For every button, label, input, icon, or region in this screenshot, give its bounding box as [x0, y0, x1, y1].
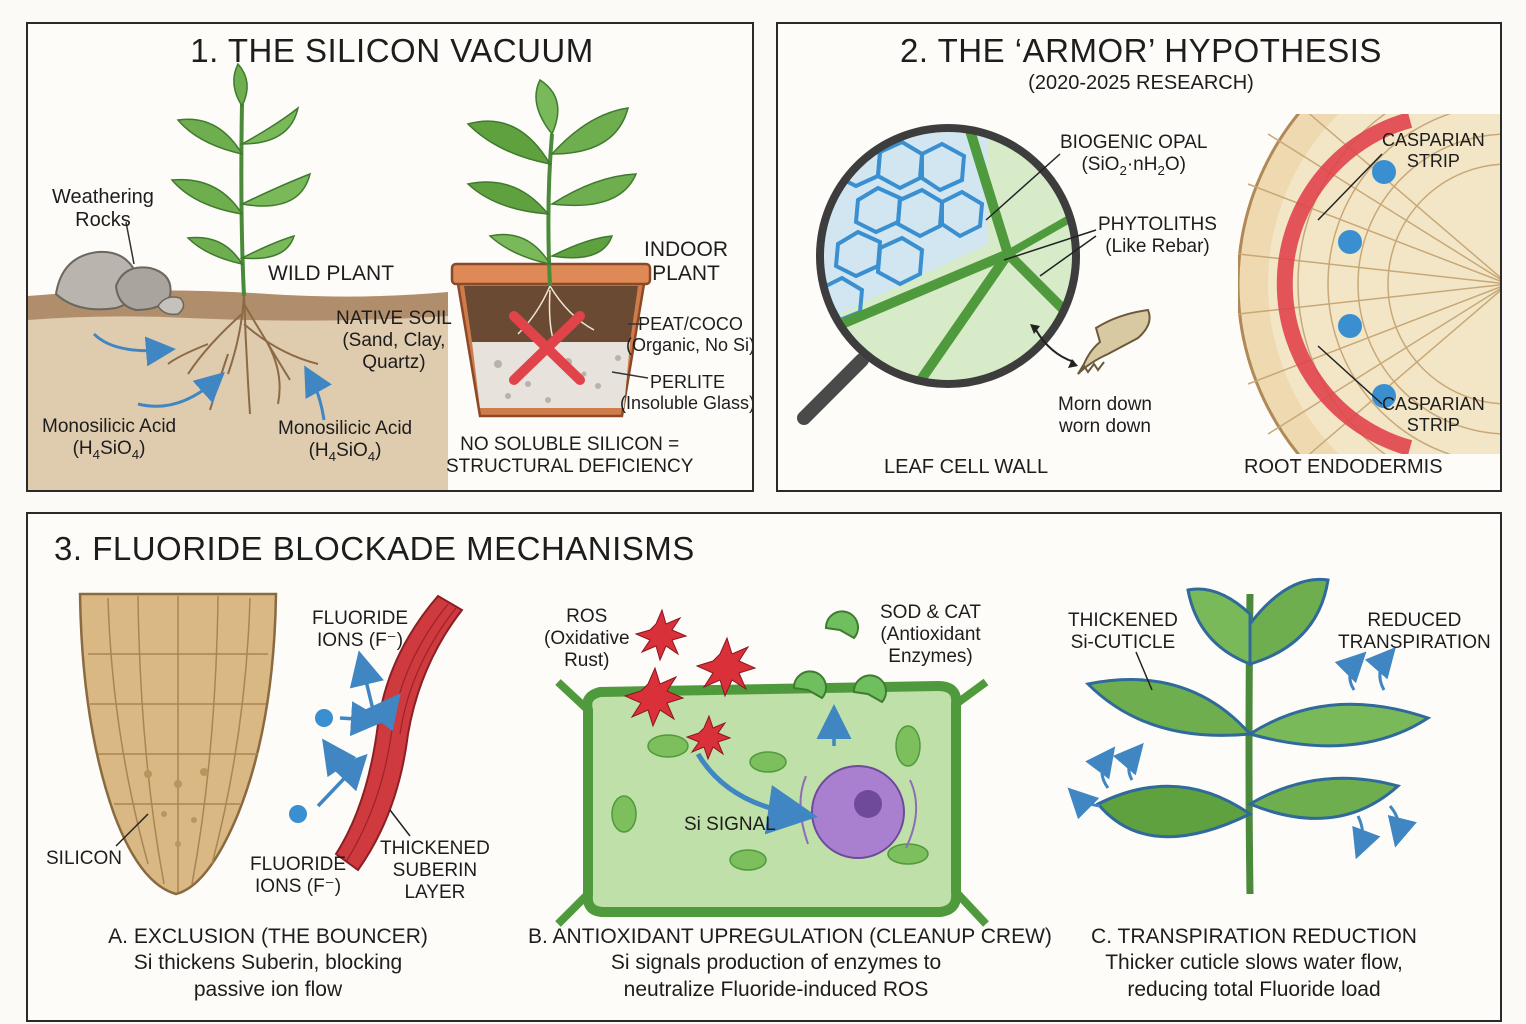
label-casparian-strip-top: CASPARIAN STRIP	[1382, 130, 1485, 171]
native-soil	[28, 290, 448, 490]
panel-silicon-vacuum: 1. THE SILICON VACUUM Weathering Rocks W…	[26, 22, 754, 492]
label-native-soil: NATIVE SOIL (Sand, Clay, Quartz)	[336, 308, 452, 373]
silica-flow-arrow	[137, 372, 225, 408]
label-sod-cat: SOD & CAT (Antioxidant Enzymes)	[880, 602, 981, 667]
magnifier-lens-rim	[816, 124, 1080, 388]
insect-mandible-icon	[1077, 308, 1151, 375]
label-leaf-cell-wall: LEAF CELL WALL	[884, 456, 1049, 478]
label-si-signal: Si SIGNAL	[684, 814, 776, 835]
label-silicon: SILICON	[46, 848, 123, 869]
panel-subtitle: (2020-2025 RESEARCH)	[1028, 72, 1254, 94]
label-phytoliths: PHYTOLITHS (Like Rebar)	[1098, 214, 1217, 257]
suberin-layer	[334, 594, 464, 872]
acid-right-name: Monosilicic Acid	[278, 418, 413, 439]
label-weathering-rocks: Weathering Rocks	[52, 186, 154, 231]
ros-particles	[623, 608, 757, 761]
enzyme-icons	[792, 610, 887, 704]
acid-left-formula: (H4SiO4)	[72, 437, 146, 462]
caption-exclusion: A. EXCLUSION (THE BOUNCER) Si thickens S…	[108, 925, 428, 1001]
silica-flow-arrow	[92, 332, 176, 367]
label-biogenic-opal: BIOGENIC OPAL (SiO2·nH2O)	[1060, 132, 1207, 178]
label-perlite: PERLITE (Insoluble Glass)	[620, 372, 754, 413]
label-fluoride-ions-bottom: FLUORIDE IONS (F⁻)	[250, 854, 347, 897]
label-casparian-strip-bottom: CASPARIAN STRIP	[1382, 394, 1485, 435]
biogenic-opal-formula: (SiO2·nH2O)	[1081, 153, 1186, 178]
panel-title: 2. THE ‘ARMOR’ HYPOTHESIS	[900, 32, 1382, 69]
label-wild-plant: WILD PLANT	[268, 262, 395, 285]
biogenic-opal-name: BIOGENIC OPAL	[1060, 132, 1208, 153]
label-root-endodermis: ROOT ENDODERMIS	[1244, 456, 1443, 478]
label-worn-down: Morn down worn down	[1058, 394, 1152, 437]
label-acid-right: Monosilicic Acid (H4SiO4)	[278, 418, 412, 464]
leafy-plant-icon	[1084, 577, 1432, 895]
fluoride-blockade-illustration	[78, 577, 1432, 927]
wild-plant-icon	[170, 62, 312, 297]
label-suberin-layer: THICKENED SUBERIN LAYER	[380, 838, 490, 903]
root-tip-icon	[78, 592, 278, 896]
label-thickened-cuticle: THICKENED Si-CUTICLE	[1068, 610, 1178, 653]
panel-fluoride-blockade: 3. FLUORIDE BLOCKADE MECHANISMS FLUORIDE…	[26, 512, 1502, 1022]
transpiration-arrows	[1067, 646, 1417, 860]
label-fluoride-ions-top: FLUORIDE IONS (F⁻)	[312, 608, 409, 651]
leaf-cell-wall-lens	[820, 128, 1076, 384]
plant-cell-icon	[555, 678, 989, 927]
silica-flow-arrow	[304, 365, 332, 421]
label-deficiency: NO SOLUBLE SILICON = STRUCTURAL DEFICIEN…	[446, 434, 694, 477]
label-reduced-transpiration: REDUCED TRANSPIRATION	[1338, 610, 1491, 653]
label-peat-coco: PEAT/COCO (Organic, No Si)	[626, 314, 754, 355]
caption-transpiration: C. TRANSPIRATION REDUCTION Thicker cutic…	[1091, 925, 1417, 1001]
root-endodermis-cross-section	[1238, 114, 1500, 454]
label-ros: ROS (Oxidative Rust)	[544, 606, 630, 671]
fluoride-ion	[315, 709, 333, 727]
armor-hypothesis-illustration	[797, 114, 1500, 454]
panel-title: 3. FLUORIDE BLOCKADE MECHANISMS	[54, 530, 695, 567]
label-acid-left: Monosilicic Acid (H4SiO4)	[42, 416, 176, 462]
panel-title: 1. THE SILICON VACUUM	[190, 32, 594, 69]
silicon-vacuum-illustration	[28, 62, 652, 490]
weathering-rocks-icon	[54, 250, 185, 316]
magnifier-handle	[797, 353, 869, 425]
caption-antioxidant: B. ANTIOXIDANT UPREGULATION (CLEANUP CRE…	[528, 925, 1052, 1001]
panel-armor-hypothesis: 2. THE ‘ARMOR’ HYPOTHESIS (2020-2025 RES…	[776, 22, 1502, 492]
indoor-plant-icon	[466, 78, 638, 287]
acid-right-formula: (H4SiO4)	[308, 439, 382, 464]
fluoride-ion	[289, 805, 307, 823]
indoor-pot-icon	[450, 262, 652, 418]
acid-left-name: Monosilicic Acid	[42, 416, 177, 437]
label-indoor-plant: INDOOR PLANT	[644, 238, 728, 286]
